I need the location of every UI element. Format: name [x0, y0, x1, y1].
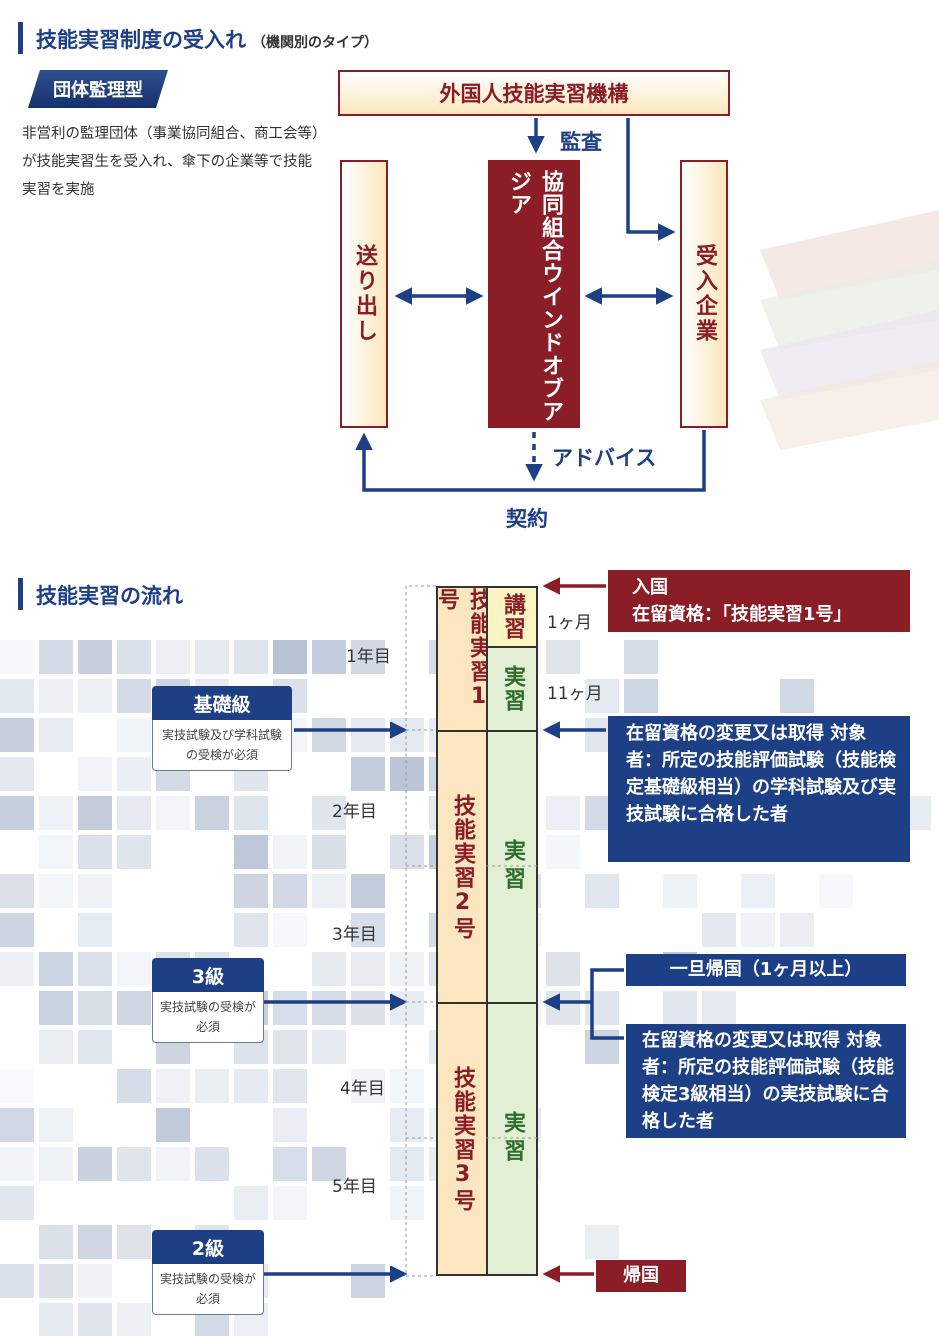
union-box: 協同組合ウインドオブアジア [488, 160, 580, 428]
return-home-box: 帰国 [596, 1260, 686, 1292]
stage-2-column: 技能実習2号 [436, 730, 488, 1004]
contract-label: 契約 [506, 503, 548, 533]
year-label: 1年目 [346, 642, 391, 667]
section-subtitle: （機関別のタイプ） [252, 35, 378, 51]
year-label: 4年目 [340, 1074, 385, 1099]
level-kiso: 基礎級 実技試験及び学科試験の受検が必須 [152, 686, 292, 771]
year-label: 2年目 [332, 797, 377, 822]
level-desc: 実技試験の受検が必須 [152, 992, 264, 1043]
entry-box: 入国 在留資格：「技能実習1号」 [608, 570, 910, 632]
change-box-1: 在留資格の変更又は取得 対象者：所定の技能評価試験（技能検定基礎級相当）の学科試… [608, 716, 910, 862]
section-bar [18, 578, 23, 610]
stage-2-label: 技能実習2号 [446, 794, 478, 941]
stage-1-column: 技能実習1号 [436, 586, 488, 732]
entry-line1: 入国 [632, 574, 910, 601]
practice-2-label: 実習 [496, 839, 528, 895]
advice-label: アドバイス [552, 442, 656, 472]
stage-3-label: 技能実習3号 [446, 1066, 478, 1213]
practice-3-cell: 実習 [486, 1002, 538, 1276]
level-title: 基礎級 [152, 686, 292, 720]
year-label: 3年目 [332, 920, 377, 945]
duration-label: 11ヶ月 [547, 679, 603, 704]
stage-1-label: 技能実習1号 [430, 588, 494, 730]
sender-box: 送り出し [340, 160, 388, 428]
level-2: 2級 実技試験の受検が必須 [152, 1230, 264, 1315]
level-title: 3級 [152, 958, 264, 992]
training-cell: 講習 [486, 586, 538, 648]
audit-label: 監査 [560, 126, 602, 156]
kiko-box: 外国人技能実習機構 [338, 70, 730, 116]
description: 非営利の監理団体（事業協同組合、商工会等）が技能実習生を受入れ、傘下の企業等で技… [22, 120, 322, 204]
section-title: 技能実習の流れ [36, 580, 183, 610]
level-3: 3級 実技試験の受検が必須 [152, 958, 264, 1043]
level-desc: 実技試験及び学科試験の受検が必須 [152, 720, 292, 771]
receiver-box: 受入企業 [680, 160, 728, 428]
union-label: 協同組合ウインドオブアジア [502, 170, 566, 428]
temp-return-box: 一旦帰国（1ヶ月以上） [626, 954, 906, 986]
type-badge: 団体監理型 [28, 70, 168, 108]
sender-label: 送り出し [348, 244, 380, 344]
stage-3-column: 技能実習3号 [436, 1002, 488, 1276]
practice-3-label: 実習 [496, 1111, 528, 1167]
change-box-2: 在留資格の変更又は取得 対象者：所定の技能評価試験（技能検定3級相当）の実技試験… [626, 1024, 906, 1138]
year-label: 5年目 [332, 1172, 377, 1197]
section-title: 技能実習制度の受入れ（機関別のタイプ） [36, 24, 378, 54]
entry-line2: 在留資格：「技能実習1号」 [632, 601, 910, 628]
practice-1-cell: 実習 [486, 646, 538, 732]
level-title: 2級 [152, 1230, 264, 1264]
training-label: 講習 [496, 593, 528, 641]
practice-2-cell: 実習 [486, 730, 538, 1004]
duration-label: 1ヶ月 [547, 608, 592, 633]
section-bar [18, 22, 23, 54]
practice-1-label: 実習 [496, 665, 528, 713]
receiver-label: 受入企業 [688, 244, 720, 344]
level-desc: 実技試験の受検が必須 [152, 1264, 264, 1315]
